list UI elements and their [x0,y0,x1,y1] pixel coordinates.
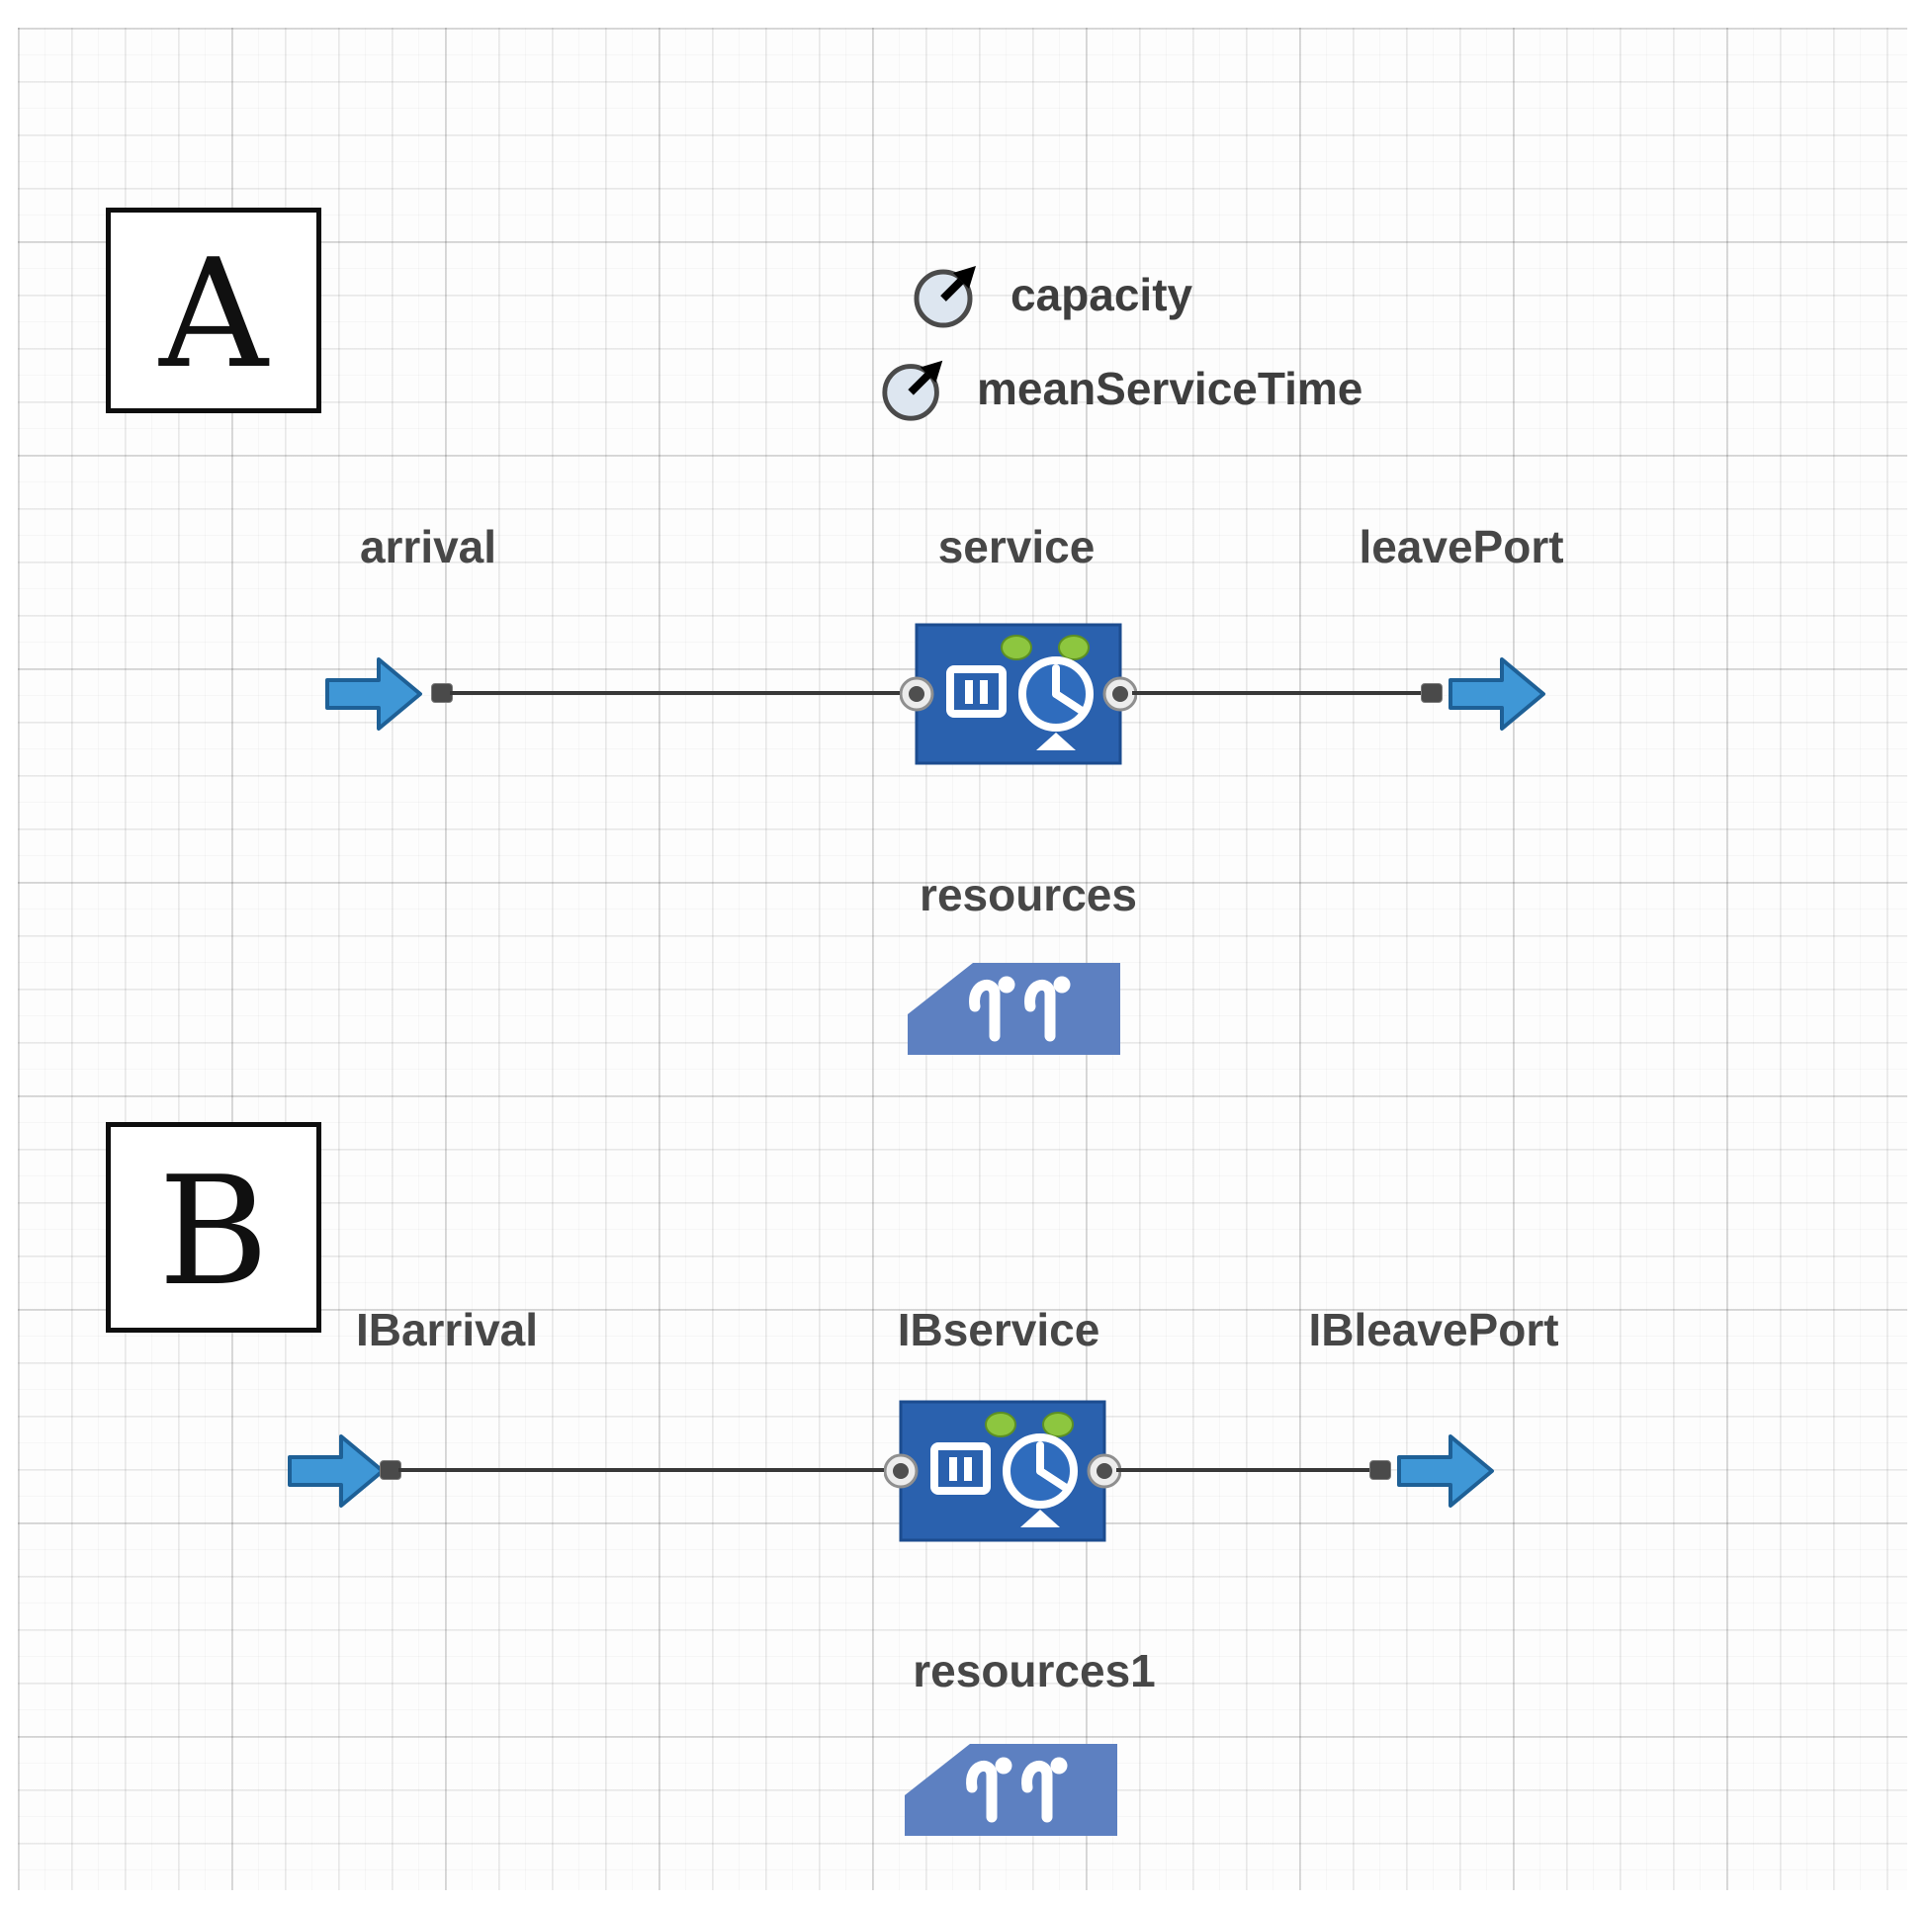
parameter-label: meanServiceTime [977,362,1363,414]
queue-icon [930,1442,991,1495]
person-icon [966,1757,1012,1823]
block-pedestal-triangle [1036,733,1076,750]
flow-connector[interactable] [398,1468,901,1472]
person-icon [1024,976,1071,1042]
port-left[interactable] [900,676,934,712]
parameter-label: capacity [1010,268,1193,320]
service-label: service [937,521,1096,572]
flow-connector[interactable] [450,691,917,695]
status-dot [1058,635,1090,660]
status-dot [1001,635,1032,660]
frame-letter-b: B [158,1143,269,1319]
gauge-needle [940,278,964,302]
connector-handle[interactable] [1421,683,1443,703]
gauge-needle [908,372,931,395]
resource-pool-label: resources1 [913,1645,1156,1696]
block-pedestal-triangle [1020,1510,1060,1527]
service-block-icon[interactable] [884,1400,1121,1542]
grid-background [18,28,1907,1890]
service-label: IBservice [897,1304,1100,1355]
queue-icon [946,665,1007,718]
connector-handle[interactable] [1369,1460,1391,1480]
source-label: IBarrival [355,1304,539,1355]
sink-arrow-icon[interactable] [1396,1430,1495,1513]
status-dot [985,1412,1016,1437]
source-arrow-icon[interactable] [287,1430,386,1513]
frame-label-box-b[interactable]: B [106,1122,321,1333]
status-dot [1042,1412,1074,1437]
resource-pool-label: resources [920,869,1137,920]
gauge-needle-head [920,360,943,384]
parameter-capacity[interactable]: capacity [910,256,1192,332]
port-left[interactable] [884,1453,919,1489]
gauge-needle-head [953,266,976,289]
clock-icon [1003,1433,1078,1509]
flow-connector[interactable] [1132,691,1421,695]
resource-pool-icon[interactable] [905,1744,1117,1836]
clock-icon [1018,656,1094,732]
sink-arrow-icon[interactable] [1448,652,1546,736]
sink-label: leavePort [1359,521,1564,572]
person-icon [969,976,1015,1042]
source-arrow-icon[interactable] [324,652,423,736]
sink-label: IBleavePort [1308,1304,1559,1355]
service-block-icon[interactable] [900,623,1137,765]
parameter-gauge-icon[interactable] [878,351,952,425]
frame-label-box-a[interactable]: A [106,208,321,413]
flow-connector[interactable] [1116,1468,1369,1472]
resource-pool-body [905,1744,1117,1836]
resource-pool-icon[interactable] [908,963,1120,1055]
resource-pool-body [908,963,1120,1055]
frame-letter-a: A [159,226,268,401]
person-icon [1021,1757,1068,1823]
parameter-mean-service-time[interactable]: meanServiceTime [878,351,1362,425]
source-label: arrival [359,521,497,572]
parameter-gauge-icon[interactable] [910,256,986,332]
